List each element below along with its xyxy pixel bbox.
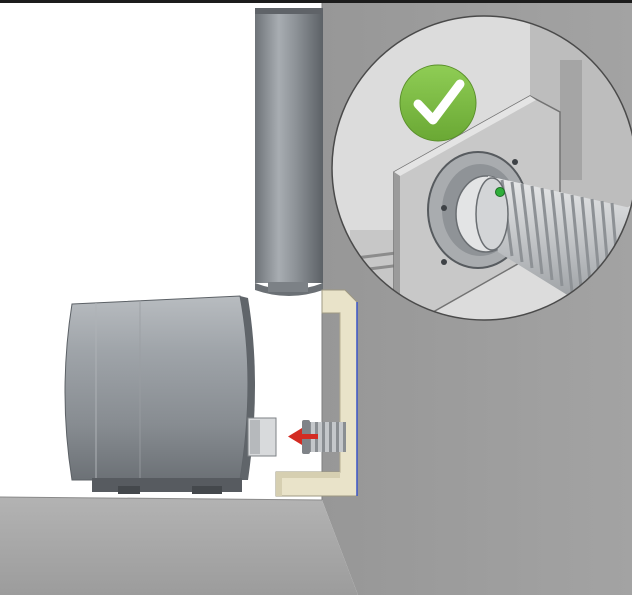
boiler-drum [64, 295, 277, 494]
arrow-left-icon [288, 428, 318, 445]
wall-bracket [275, 289, 358, 497]
indicator-dot [495, 187, 505, 197]
checkmark-icon [399, 64, 477, 142]
flue-pipe [255, 8, 323, 296]
floor [0, 497, 358, 595]
zoom-detail [331, 15, 632, 321]
top-border [0, 0, 632, 3]
